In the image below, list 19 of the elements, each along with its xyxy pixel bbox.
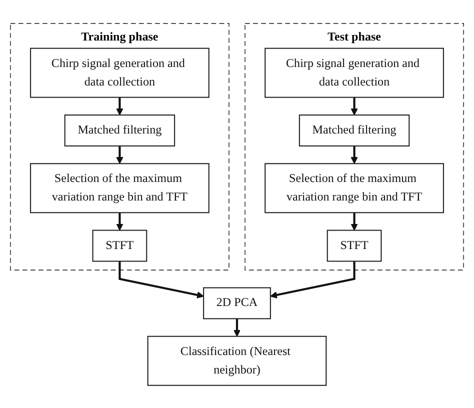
node-box: Selection of the maximum variation range bin and TFT [264,162,444,213]
node-box: Chirp signal generation and data collection [264,47,444,98]
node-box: Matched filtering [298,114,410,146]
node-box: STFT [92,229,148,262]
arrow [350,146,358,164]
arrow [116,146,124,164]
node-box: Chirp signal generation and data collection [30,47,210,98]
node-box: Matched filtering [64,114,176,146]
arrow [233,318,241,336]
node-box: Selection of the maximum variation range bin and TFT [30,162,210,213]
arrow [118,260,204,298]
arrow [116,96,124,115]
arrow [350,212,358,230]
node-box: STFT [326,229,382,262]
arrow [270,260,356,298]
node-box: Classification (Nearest neighbor) [147,335,327,386]
arrow [116,212,124,230]
node-box: 2D PCA [203,286,271,319]
arrow [350,96,358,115]
